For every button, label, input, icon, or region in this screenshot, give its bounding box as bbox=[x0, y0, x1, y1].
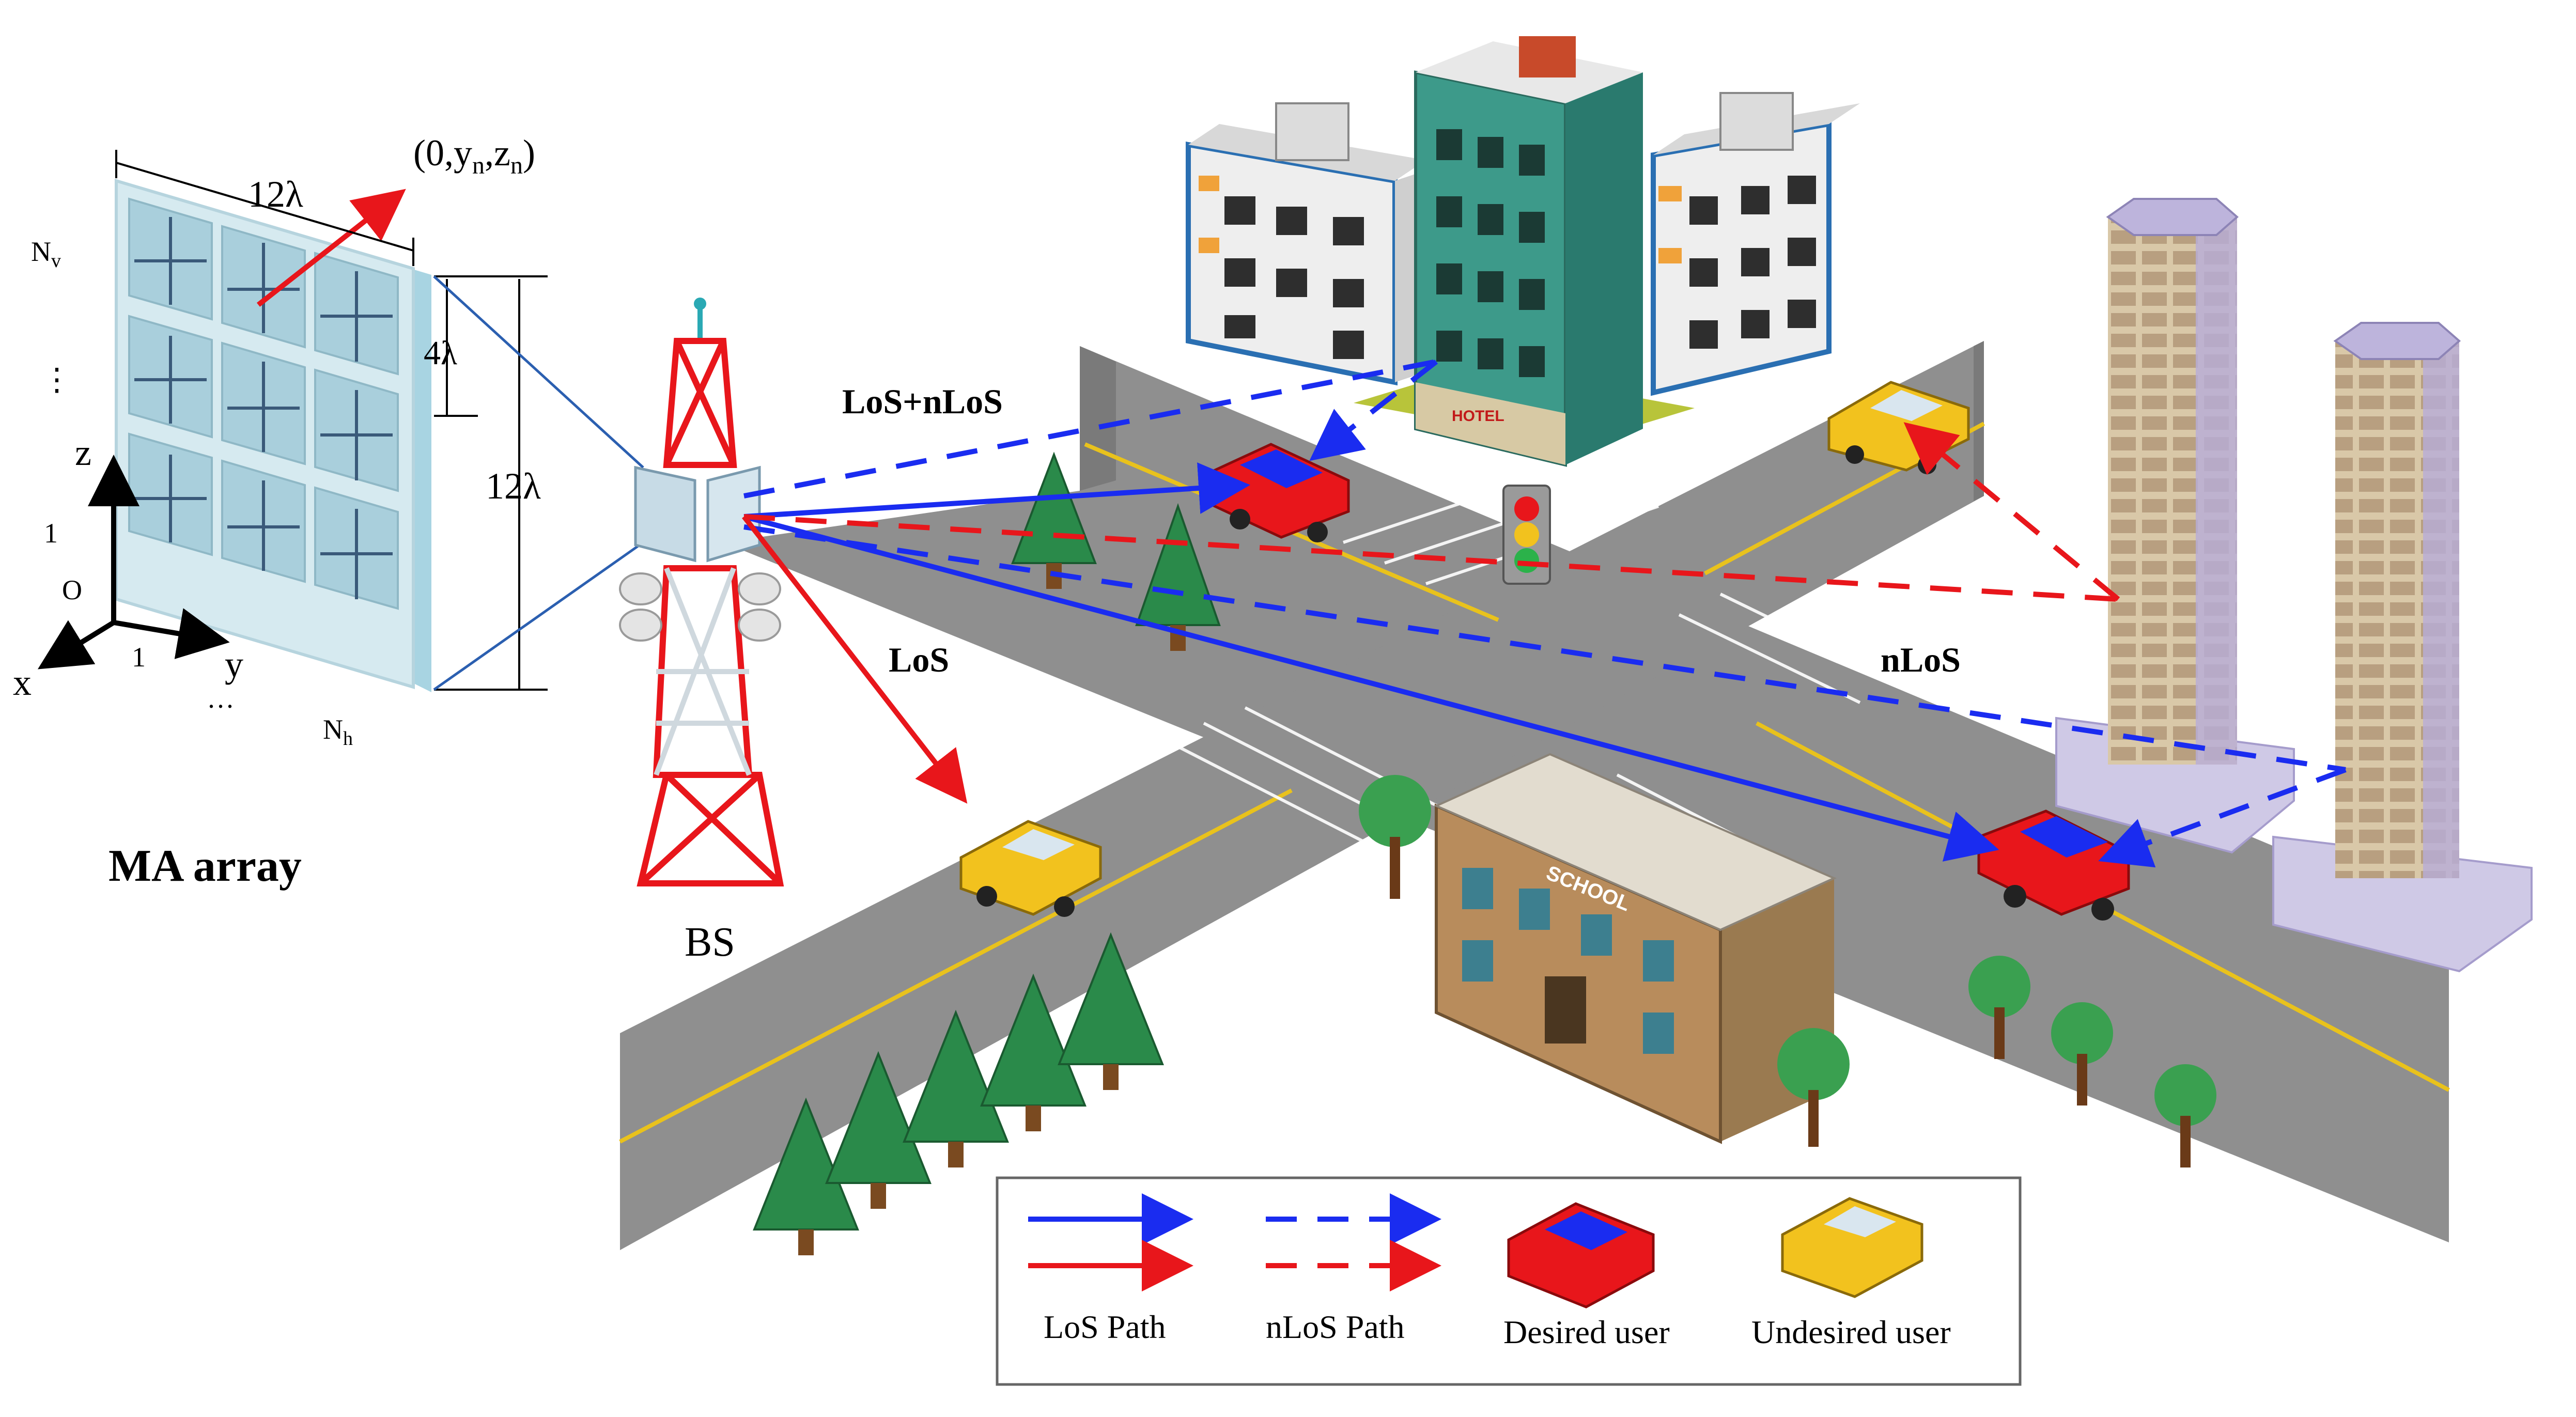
legend-box: LoS Path nLoS Path Desired user Undesire… bbox=[996, 1176, 2022, 1386]
legend-undesired-label: Undesired user bbox=[1751, 1314, 1951, 1350]
nlos-path-blue-tower-out bbox=[2098, 767, 2347, 868]
los-path-blue-top bbox=[743, 462, 1250, 519]
nv-label: Nv bbox=[31, 236, 61, 272]
nlos-path-blue-tower-in bbox=[743, 524, 2346, 772]
hotel-sign: HOTEL bbox=[1452, 408, 1504, 425]
bs-antenna-panel-right bbox=[706, 465, 761, 563]
nlos-path-red-out bbox=[1903, 422, 2120, 601]
height-label: 12λ bbox=[486, 465, 541, 507]
base-station-tower bbox=[619, 298, 784, 886]
ma-panel-side bbox=[411, 269, 431, 692]
school-building: SCHOOL bbox=[1434, 753, 1837, 1144]
legend-los-label: LoS Path bbox=[1044, 1309, 1166, 1345]
ma-array-title: MA array bbox=[108, 841, 302, 891]
x-axis bbox=[37, 620, 115, 669]
x-axis-label: x bbox=[13, 662, 32, 703]
signal-paths bbox=[742, 359, 2347, 868]
nlos-label: nLoS bbox=[1881, 640, 1961, 679]
nlos-path-blue-hotel-out bbox=[1309, 360, 1438, 461]
trees bbox=[753, 451, 2216, 1255]
bs-antenna-panel-left bbox=[634, 465, 696, 563]
ma-array-panel bbox=[37, 150, 644, 692]
legend-undesired-car bbox=[1781, 1197, 1923, 1298]
legend-desired-label: Desired user bbox=[1503, 1314, 1670, 1350]
desired-user-car-bottom bbox=[1977, 809, 2130, 921]
ma-element-arrows bbox=[134, 217, 393, 599]
width-label: 12λ bbox=[248, 174, 303, 215]
width-dimension-line bbox=[116, 162, 414, 252]
center-line-b bbox=[619, 788, 1293, 1144]
apartment-building-right bbox=[1651, 92, 1860, 396]
vdots-label: ⋮ bbox=[41, 363, 72, 397]
legend-nlos-label: nLoS Path bbox=[1266, 1309, 1404, 1345]
bs-label: BS bbox=[685, 920, 735, 965]
traffic-light bbox=[1502, 485, 1551, 585]
los-path-red bbox=[742, 515, 968, 804]
y-axis-label: y bbox=[225, 644, 243, 685]
y-axis bbox=[113, 608, 230, 659]
skyscraper-left bbox=[2055, 198, 2295, 854]
zoom-connector-top bbox=[433, 275, 644, 469]
one-z-label: 1 bbox=[44, 518, 58, 549]
one-y-label: 1 bbox=[132, 642, 146, 673]
nlos-path-red-in bbox=[743, 514, 2119, 602]
los-path-blue-bottom bbox=[743, 514, 1999, 862]
zoom-connector-bottom bbox=[433, 541, 644, 691]
hotel-tower: HOTEL bbox=[1354, 36, 1695, 467]
nlos-path-blue-hotel-in bbox=[743, 359, 1437, 499]
los-nlos-label: LoS+nLoS bbox=[842, 382, 1003, 421]
undesired-user-car-bottom bbox=[959, 820, 1102, 917]
los-label: LoS bbox=[889, 640, 949, 679]
origin-label: O bbox=[62, 574, 82, 605]
skyscraper-right bbox=[2272, 322, 2533, 973]
position-arrow bbox=[256, 189, 406, 307]
hdots-label: ··· bbox=[207, 691, 235, 722]
apartment-building-left bbox=[1186, 102, 1426, 386]
spacing-label: 4λ bbox=[424, 334, 457, 372]
legend-desired-car bbox=[1507, 1202, 1655, 1309]
z-axis-label: z bbox=[75, 432, 91, 473]
nh-label: Nh bbox=[323, 714, 353, 750]
coord-label: (0,yn,zn) bbox=[413, 132, 535, 179]
